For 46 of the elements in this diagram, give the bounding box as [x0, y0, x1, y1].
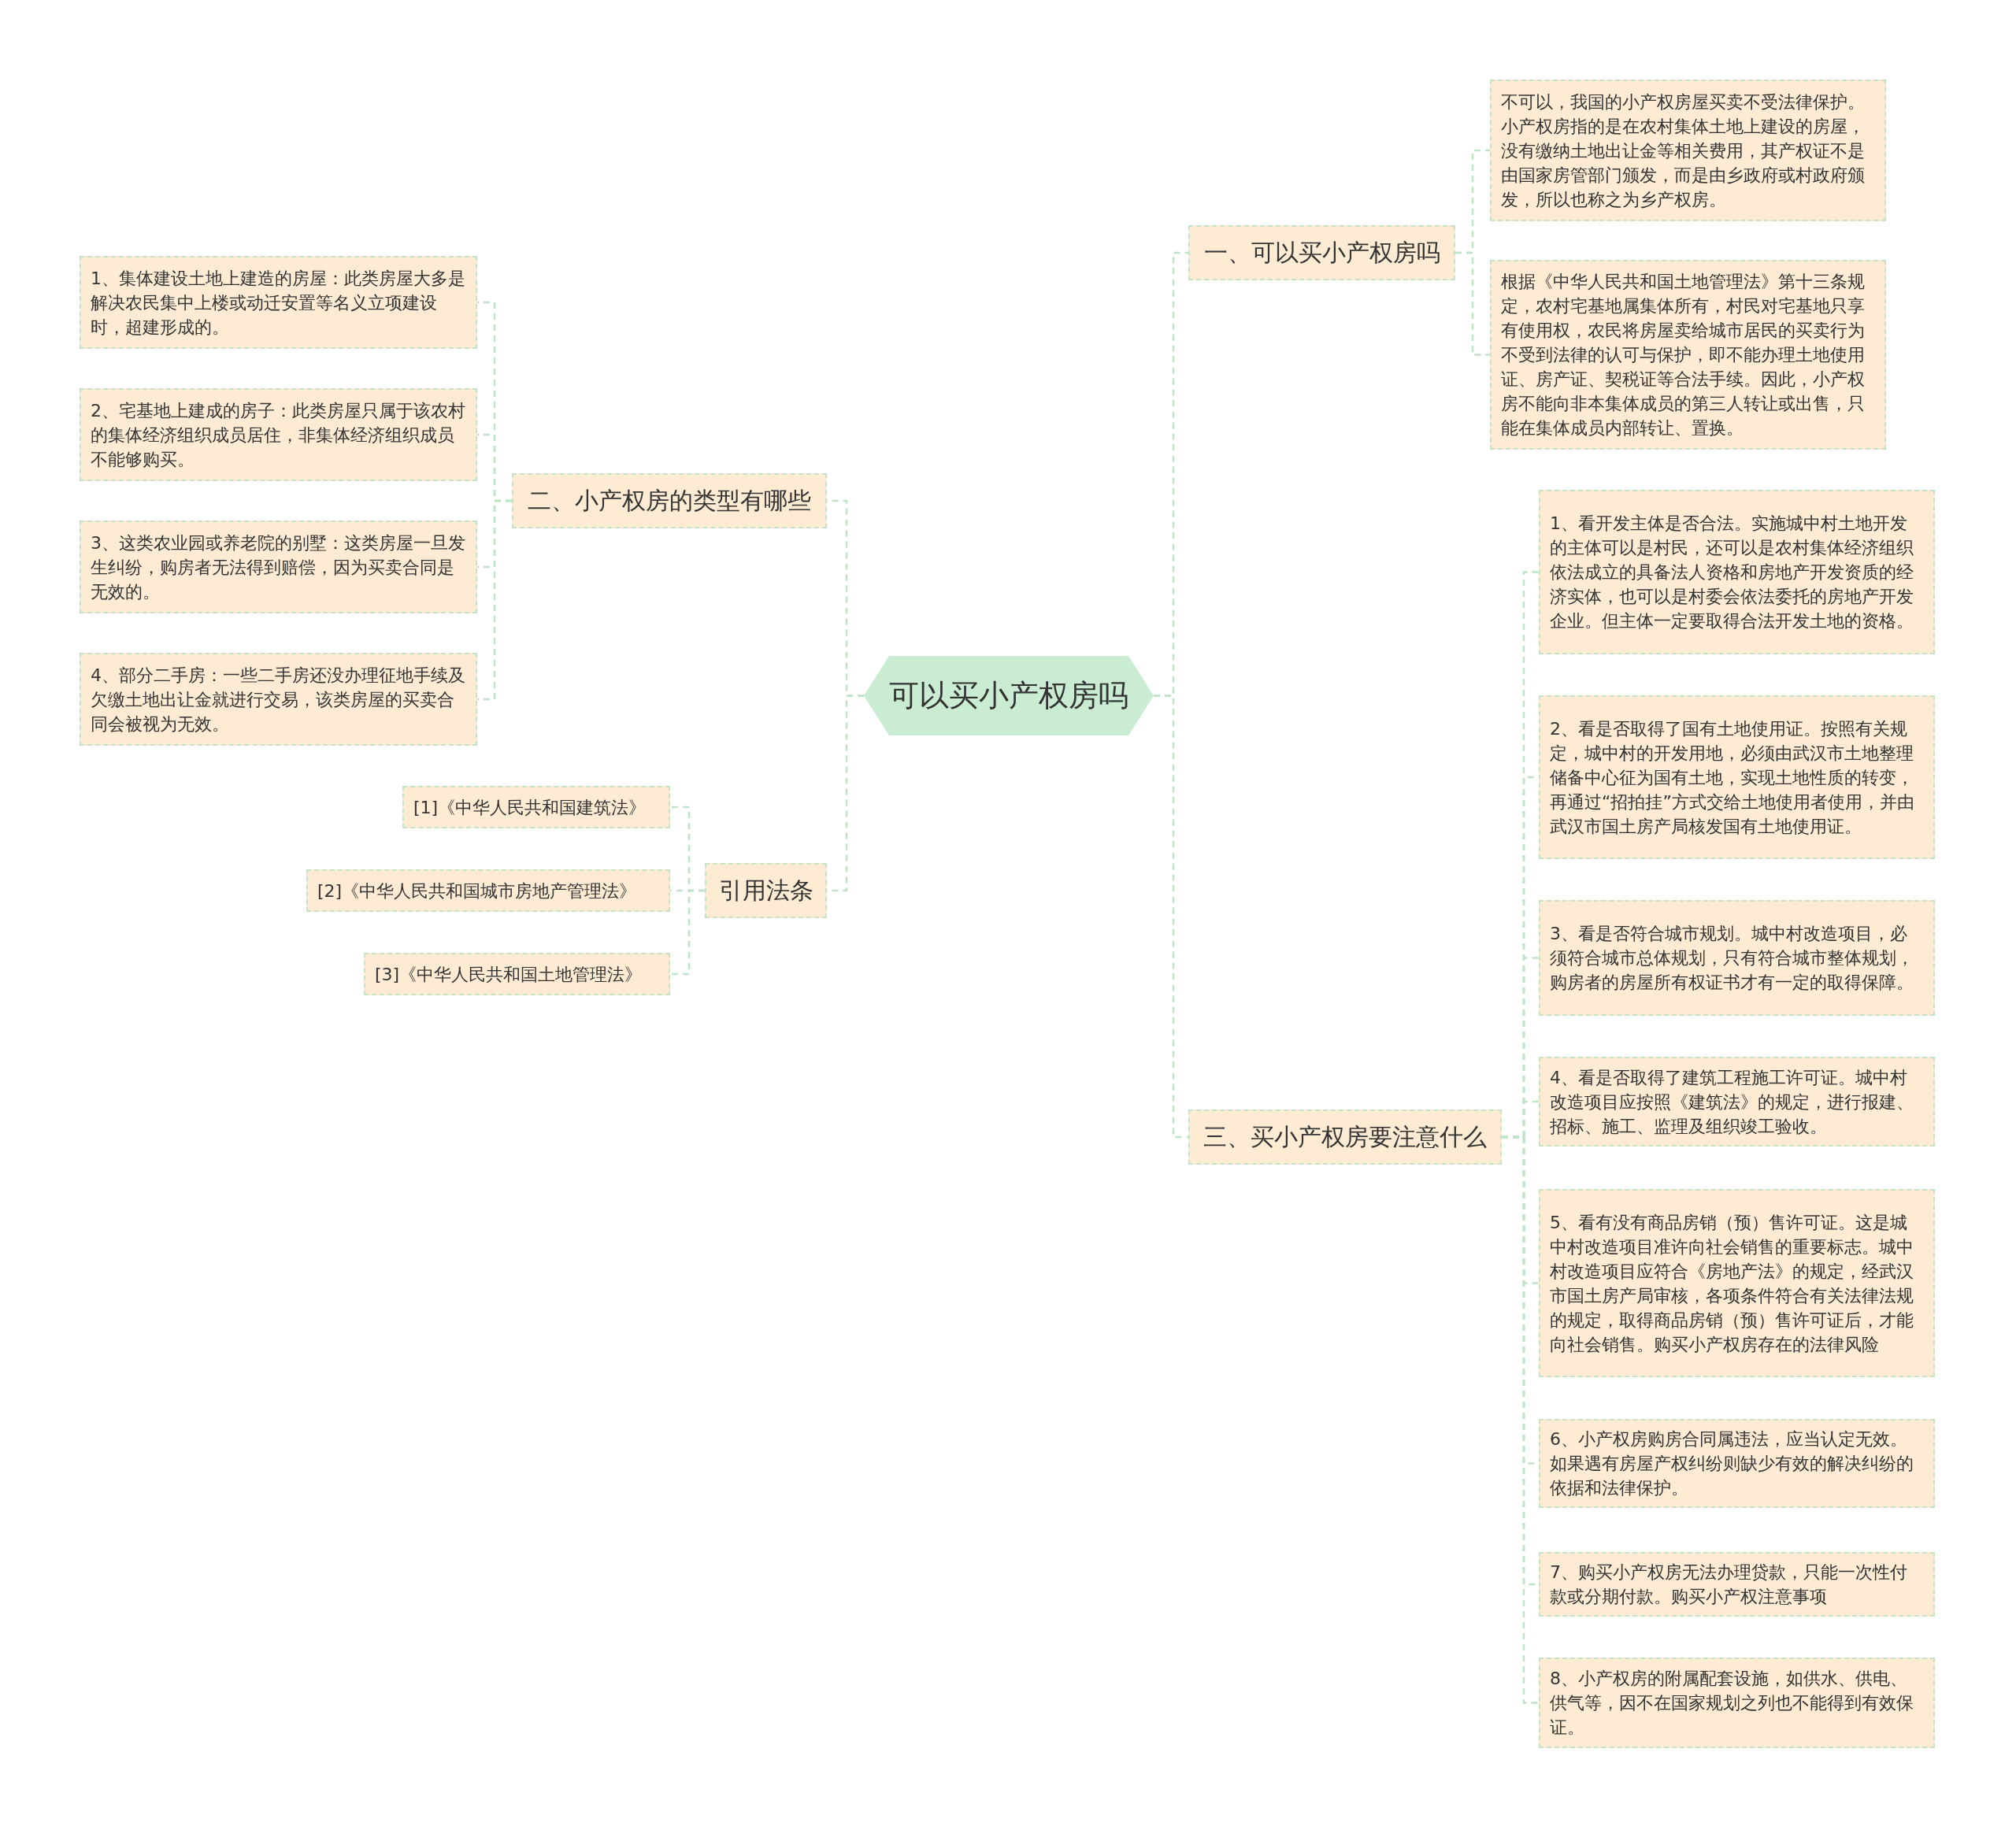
note-text: 2、看是否取得了国有土地使用证。按照有关规定，城中村的开发用地，必须由武汉市土地整理储备中心征为国有土地，实现土地性质的转变，再通过“招拍挂”方式交给土地使用者使用，并由武汉市国土房产局核发国有土地使用证。: [1550, 717, 1915, 838]
note-box: [80, 520, 477, 613]
note-text: 3、这类农业园或养老院的别墅：这类房屋一旦发生纠纷，购房者无法得到赔偿，因为买卖合同是无效的。: [91, 532, 466, 603]
note-text: 根据《中华人民共和国土地管理法》第十三条规定，农村宅基地属集体所有，村民对宅基地只享有使用权，农民将房屋卖给城市居民的买卖行为不受到法律的认可与保护，即不能办理土地使用证、房产证、契税证等合法手续。因此，小产权房不能向非本集体成员的第三人转让或出售，只能在集体成员内部转让、置换。: [1501, 271, 1866, 439]
topic-text: 三、买小产权房要注意什么: [1203, 1121, 1487, 1152]
note-box: [80, 256, 477, 349]
note-box: [1539, 695, 1935, 859]
topic-box: [1188, 225, 1455, 280]
note-box: [1539, 1057, 1935, 1147]
note-text: [1]《中华人民共和国建筑法》: [413, 796, 647, 819]
note-text: 3、看是否符合城市规划。城中村改造项目，必须符合城市总体规划，只有符合城市整体规划，购房者的房屋所有权证书才有一定的取得保障。: [1550, 923, 1914, 994]
note-box: [1539, 490, 1935, 654]
topic-text: 二、小产权房的类型有哪些: [528, 485, 811, 516]
note-text: 5、看有没有商品房销（预）售许可证。这是城中村改造项目准许向社会销售的重要标志。城中村改造项目应符合《房地产法》的规定，经武汉市国土房产局审核，各项条件符合有关法律法规的规定，取得商品房销（预）售许可证后，才能向社会销售。购买小产权房存在的法律风险: [1550, 1211, 1914, 1356]
note-box: [1539, 1552, 1935, 1617]
topic-text: 引用法条: [718, 875, 813, 906]
note-text: 8、小产权房的附属配套设施，如供水、供电、供气等，因不在国家规划之列也不能得到有效保证。: [1550, 1668, 1914, 1739]
connector-line: [670, 889, 705, 976]
note-box: [1539, 900, 1935, 1016]
connector-line: [1154, 695, 1188, 1139]
note-text: 4、部分二手房：一些二手房还没办理征地手续及欠缴土地出让金就进行交易，该类房屋的买卖合同会被视为无效。: [91, 664, 466, 735]
note-box: [1539, 1189, 1935, 1377]
note-box: [364, 953, 670, 995]
note-box: [80, 388, 477, 481]
note-box: [1539, 1658, 1935, 1748]
note-text: [2]《中华人民共和国城市房地产管理法》: [317, 880, 637, 902]
note-text: 2、宅基地上建成的房子：此类房屋只属于该农村的集体经济组织成员居住，非集体经济组织成员不能够购买。: [91, 399, 466, 471]
note-text: [3]《中华人民共和国土地管理法》: [375, 963, 643, 986]
note-text: 1、集体建设土地上建造的房屋：此类房屋大多是解决农民集中上楼或动迁安置等名义立项建设时，超建形成的。: [91, 267, 466, 339]
topic-box: [1188, 1109, 1502, 1165]
note-box: [1490, 80, 1886, 221]
note-box: [1490, 260, 1886, 450]
note-box: [80, 653, 477, 746]
note-text: 不可以，我国的小产权房屋买卖不受法律保护。小产权房指的是在农村集体土地上建设的房屋，没有缴纳土地出让金等相关费用，其产权证不是由国家房管部门颁发，而是由乡政府或村政府颁发，所以也称之为乡产权房。: [1501, 91, 1866, 211]
note-text: 1、看开发主体是否合法。实施城中村土地开发的主体可以是村民，还可以是农村集体经济组织依法成立的具备法人资格和房地产开发资质的经济实体，也可以是村委会依法委托的房地产开发企业。但主体一定要取得合法开发土地的资格。: [1550, 513, 1914, 632]
note-text: 6、小产权房购房合同属违法，应当认定无效。如果遇有房屋产权纠纷则缺少有效的解决纠纷的依据和法律保护。: [1550, 1428, 1914, 1499]
note-text: 7、购买小产权房无法办理贷款，只能一次性付款或分期付款。购买小产权注意事项: [1550, 1561, 1908, 1608]
topic-text: 一、可以买小产权房吗: [1203, 237, 1440, 268]
note-text: 4、看是否取得了建筑工程施工许可证。城中村改造项目应按照《建筑法》的规定，进行报建、招标、施工、监理及组织竣工验收。: [1550, 1066, 1914, 1138]
topic-box: [705, 863, 827, 918]
note-box: [306, 869, 670, 912]
note-box: [1539, 1419, 1935, 1508]
topic-box: [512, 473, 827, 528]
central-topic-text: 可以买小产权房吗: [889, 677, 1128, 714]
connector-line: [1455, 251, 1490, 356]
note-box: [402, 786, 670, 828]
